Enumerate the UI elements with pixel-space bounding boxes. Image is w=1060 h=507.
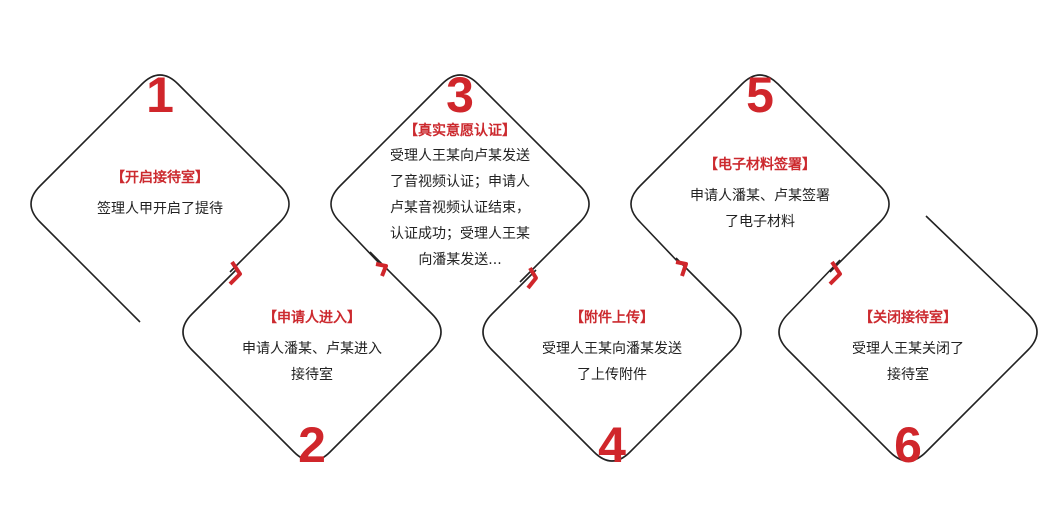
diamond-step-3	[330, 74, 590, 283]
arrow-5-6	[828, 260, 842, 286]
step-body-line: 受理人王某向潘某发送	[542, 341, 682, 357]
step-number: 1	[146, 67, 174, 123]
step-body-line: 接待室	[291, 367, 333, 383]
step-body-line: 卢某音视频认证结束，	[390, 200, 530, 216]
step-body-line: 接待室	[887, 367, 929, 383]
step-number: 3	[446, 67, 474, 123]
diamond-step-5	[630, 74, 890, 273]
step-title: 【真实意愿认证】	[404, 123, 516, 139]
diamond-step-6	[778, 215, 1038, 462]
step-body-line: 受理人王某关闭了	[852, 341, 964, 357]
step-number: 5	[746, 67, 774, 123]
step-number: 2	[298, 417, 326, 473]
step-body-line: 了上传附件	[577, 367, 647, 383]
step-title: 【申请人进入】	[263, 310, 361, 326]
arrow-1-2	[228, 260, 242, 286]
step-3-content: 【真实意愿认证】 受理人王某向卢某发送 了音视频认证；申请人 卢某音视频认证结束…	[360, 121, 560, 273]
diamond-step-2	[182, 251, 442, 462]
step-body-line: 认证成功；受理人王某	[390, 226, 530, 242]
step-4-content: 【附件上传】 受理人王某向潘某发送 了上传附件	[512, 308, 712, 388]
step-body-line: 受理人王某向卢某发送	[390, 148, 530, 164]
step-title: 【关闭接待室】	[859, 310, 957, 326]
arrow-2-3	[375, 262, 388, 277]
diamond-step-1	[30, 74, 290, 323]
arrow-3-4	[526, 266, 538, 290]
arrow-4-5	[675, 260, 688, 277]
step-number: 4	[598, 417, 626, 473]
step-1-content: 【开启接待室】 签理人甲开启了提待	[60, 168, 260, 222]
diamond-step-4	[482, 257, 742, 462]
step-6-content: 【关闭接待室】 受理人王某关闭了 接待室	[808, 308, 1008, 388]
step-body-line: 申请人潘某、卢某签署	[690, 188, 830, 204]
step-body-line: 签理人甲开启了提待	[97, 201, 223, 217]
step-title: 【电子材料签署】	[704, 157, 816, 173]
step-body-line: 向潘某发送...	[418, 252, 502, 268]
step-body-line: 申请人潘某、卢某进入	[242, 341, 382, 357]
step-body-line: 了音视频认证；申请人	[390, 174, 530, 190]
step-5-content: 【电子材料签署】 申请人潘某、卢某签署 了电子材料	[660, 155, 860, 235]
step-body-line: 了电子材料	[725, 214, 795, 230]
step-title: 【开启接待室】	[111, 170, 209, 186]
step-title: 【附件上传】	[570, 310, 654, 326]
step-number: 6	[894, 417, 922, 473]
step-2-content: 【申请人进入】 申请人潘某、卢某进入 接待室	[212, 308, 412, 388]
